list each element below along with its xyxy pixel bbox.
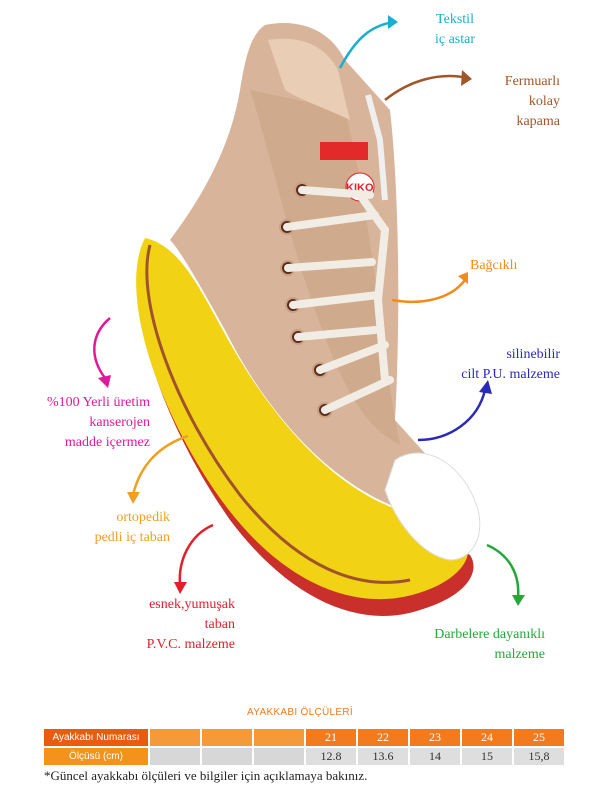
annotation-line: taban (204, 617, 235, 632)
measure-cell (254, 748, 304, 765)
annotation-line: %100 Yerli üretim (46, 395, 150, 410)
arrow-yerli (93, 317, 111, 379)
size-cell: 22 (358, 729, 408, 746)
measure-cell: 15,8 (514, 748, 564, 765)
annotation-fermuar: Fermuarlı kolay kapama (460, 72, 560, 132)
arrow-ortopedik (131, 434, 189, 496)
annotation-line: madde içermez (64, 435, 150, 450)
arrow-darbe (486, 543, 520, 599)
measure-cell: 13.6 (358, 748, 408, 765)
annotation-yerli: %100 Yerli üretim kanserojen madde içerm… (20, 393, 150, 453)
annotation-tekstil: Tekstil iç astar (415, 10, 495, 50)
size-cell: 21 (306, 729, 356, 746)
size-row-label: Ayakkabı Numarası (44, 729, 148, 746)
size-cell: 25 (514, 729, 564, 746)
shoe-illustration: KIKO (93, 15, 525, 616)
annotation-line: Darbelere dayanıklı (434, 627, 545, 642)
measure-cell: 15 (462, 748, 512, 765)
annotation-line: silinebilir (506, 347, 560, 362)
annotation-esnek: esnek,yumuşak taban P.V.C. malzeme (100, 595, 235, 655)
zipper (365, 94, 388, 201)
annotation-darbe: Darbelere dayanıklı malzeme (400, 625, 545, 665)
size-row-numbers: Ayakkabı Numarası 21 22 23 24 25 (44, 729, 564, 746)
arrow-tekstil (338, 20, 396, 69)
footnote: *Güncel ayakkabı ölçüleri ve bilgiler iç… (44, 768, 368, 783)
annotation-ortopedik: ortopedik pedli iç taban (60, 508, 170, 548)
sole-yellow (136, 238, 469, 600)
laces (283, 186, 394, 414)
arrow-silinebilir (417, 389, 487, 442)
size-table-title: AYAKKABI ÖLÇÜLERİ (247, 707, 353, 718)
annotation-line: pedli iç taban (94, 530, 170, 545)
annotation-line: kolay (528, 94, 560, 109)
size-cell (254, 729, 304, 746)
annotation-silinebilir: silinebilir cilt P.U. malzeme (420, 345, 560, 385)
annotation-line: Fermuarlı (504, 74, 560, 89)
brand-tag-bg (320, 142, 368, 160)
size-cell: 24 (462, 729, 512, 746)
annotation-line: cilt P.U. malzeme (461, 367, 560, 382)
size-cell (150, 729, 200, 746)
annotation-line: malzeme (494, 647, 545, 662)
measure-cell (202, 748, 252, 765)
arrow-esnek (178, 523, 214, 586)
size-row-label: Ölçüsü (cm) (44, 748, 148, 765)
measure-cell: 12.8 (306, 748, 356, 765)
annotation-line: ortopedik (116, 510, 170, 525)
arrow-bagcikli (391, 279, 466, 304)
measure-cell (150, 748, 200, 765)
annotation-line: esnek,yumuşak (149, 597, 235, 612)
annotation-line: kanserojen (89, 415, 150, 430)
toe-cap (384, 452, 481, 561)
measure-cell: 14 (410, 748, 460, 765)
annotation-bagcikli: Bağcıklı (470, 256, 517, 276)
annotation-line: Bağcıklı (470, 258, 518, 273)
annotation-line: kapama (516, 114, 560, 129)
annotation-line: Tekstil (436, 12, 474, 27)
size-cell: 23 (410, 729, 460, 746)
sole-brown-line (145, 244, 411, 584)
collar (268, 38, 350, 120)
size-table: Ayakkabı Numarası 21 22 23 24 25 Ölçüsü … (42, 727, 566, 767)
arrow-fermuar (384, 74, 469, 101)
size-row-measures: Ölçüsü (cm) 12.8 13.6 14 15 15,8 (44, 748, 564, 765)
annotation-line: P.V.C. malzeme (146, 637, 235, 652)
size-cell (202, 729, 252, 746)
annotation-line: iç astar (434, 32, 476, 47)
